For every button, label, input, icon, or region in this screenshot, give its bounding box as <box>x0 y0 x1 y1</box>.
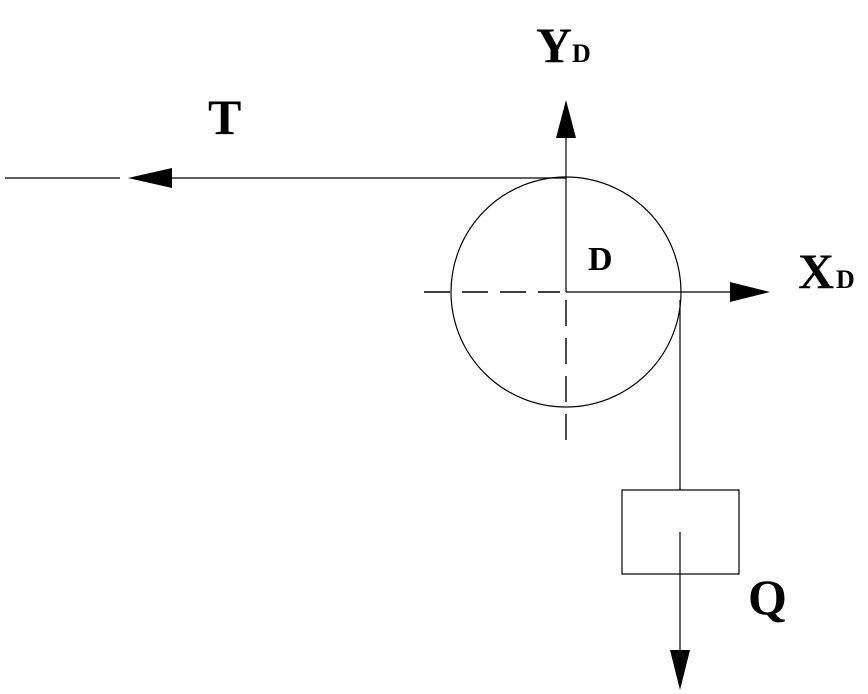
weight-label: Q <box>748 569 787 625</box>
pulley-center-label: D <box>588 241 613 278</box>
tension-label: T <box>208 89 241 145</box>
x-axis-arrow-head <box>730 282 770 302</box>
tension-arrow-head <box>128 168 172 188</box>
y-axis-arrow-head <box>556 100 576 138</box>
y-axis-label: Y <box>536 17 572 73</box>
y-axis-subscript: D <box>572 39 591 68</box>
weight-arrow-head <box>670 650 690 690</box>
x-axis-label: X <box>798 243 834 299</box>
x-axis-subscript: D <box>836 265 855 294</box>
